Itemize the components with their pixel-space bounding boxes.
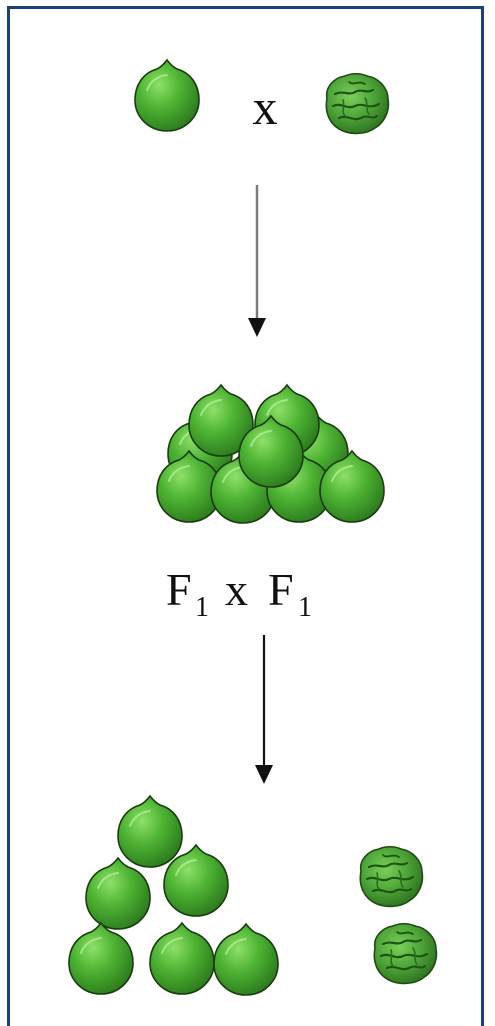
f2-round-pea (117, 795, 183, 868)
arrow-parent-to-f1 (248, 185, 266, 337)
f1-right-letter: F (268, 564, 294, 615)
f1-right-subscript: 1 (298, 592, 312, 623)
parent-generation: x (134, 59, 390, 135)
f1-cross-label: F 1 x F 1 (166, 564, 312, 623)
f2-round-pea (149, 922, 215, 995)
f2-round-pea (213, 923, 279, 996)
f1-left-subscript: 1 (195, 592, 209, 623)
f2-round-peas (68, 795, 279, 996)
f2-wrinkled-pea (359, 845, 424, 908)
f1-left-letter: F (166, 564, 192, 615)
f1-generation (156, 384, 385, 524)
f2-round-pea (68, 922, 134, 995)
parent-wrinkled-pea (325, 72, 390, 135)
f2-wrinkled-pea (373, 922, 438, 985)
parent-round-pea (134, 59, 200, 132)
f1-cross-symbol: x (225, 564, 248, 615)
arrow-f1-to-f2 (255, 635, 273, 784)
f2-round-pea (85, 857, 151, 930)
f2-wrinkled-peas (359, 845, 438, 985)
parent-cross-symbol: x (253, 79, 278, 135)
